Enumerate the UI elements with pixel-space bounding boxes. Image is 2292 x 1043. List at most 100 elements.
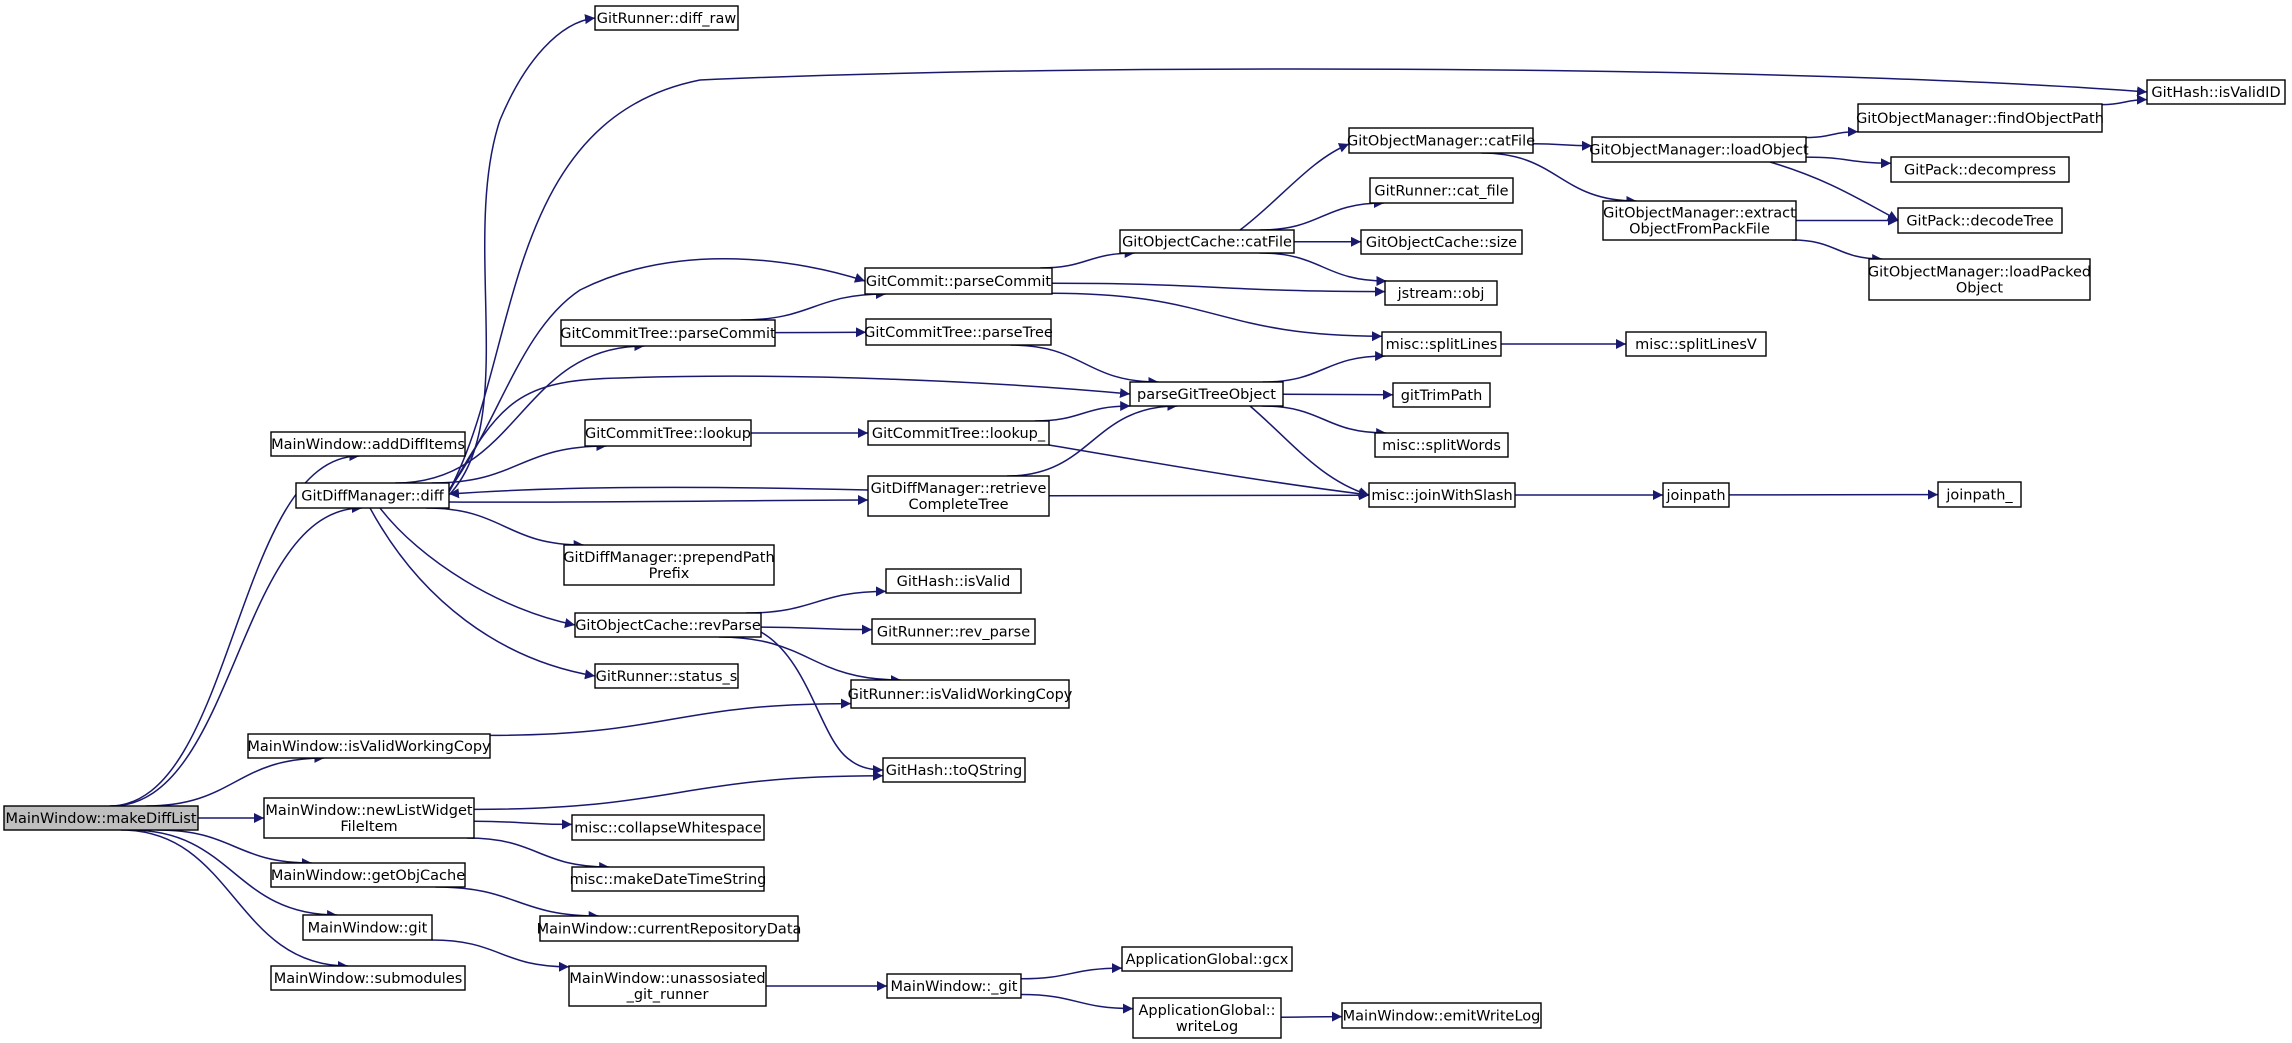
node-parseCommit[interactable]: GitCommit::parseCommit (864, 267, 1053, 295)
node-_git[interactable]: MainWindow::_git (886, 973, 1022, 999)
node-lookup_[interactable]: GitCommitTree::lookup_ (867, 420, 1050, 446)
node-box (864, 267, 1053, 295)
node-currentRepositoryData[interactable]: MainWindow::currentRepositoryData (537, 915, 802, 942)
node-addDiffItems[interactable]: MainWindow::addDiffItems (270, 431, 466, 457)
node-box (1132, 997, 1282, 1039)
node-getObjCache[interactable]: MainWindow::getObjCache (270, 862, 466, 888)
node-collapseWhitespace[interactable]: misc::collapseWhitespace (571, 814, 765, 841)
node-status_s[interactable]: GitRunner::status_s (594, 663, 739, 689)
edge-makeDiffList-to-isValidWorkingCopyMW (145, 753, 325, 807)
node-label: misc::splitLinesV (1635, 337, 1757, 353)
node-parseGitTreeObject[interactable]: parseGitTreeObject (1129, 381, 1284, 407)
node-isValidID[interactable]: GitHash::isValidID (2146, 79, 2286, 105)
node-joinpath[interactable]: joinpath (1662, 482, 1730, 508)
node-diff[interactable]: GitDiffManager::diff (295, 482, 450, 509)
node-revParse[interactable]: GitObjectCache::revParse (574, 612, 762, 638)
node-label: GitCommitTree::lookup_ (872, 426, 1046, 442)
node-label: GitHash::toQString (886, 763, 1023, 779)
node-toQString[interactable]: GitHash::toQString (882, 757, 1026, 783)
nodes: MainWindow::makeDiffList MainWindow::addD… (3, 5, 2286, 1039)
node-parseTree[interactable]: GitCommitTree::parseTree (864, 318, 1053, 346)
node-box (1890, 156, 2070, 183)
node-label: Object (1956, 281, 2004, 297)
node-runnerIsValidWC[interactable]: GitRunner::isValidWorkingCopy (848, 679, 1073, 709)
node-mwgit[interactable]: MainWindow::git (302, 914, 433, 941)
node-label: MainWindow::isValidWorkingCopy (247, 739, 491, 755)
node-label: GitObjectManager::loadObject (1589, 143, 1809, 159)
node-makeDiffList[interactable]: MainWindow::makeDiffList (3, 805, 199, 831)
node-writeLog[interactable]: ApplicationGlobal::writeLog (1132, 997, 1282, 1039)
edge-_git-to-writeLog (1020, 993, 1134, 1014)
edge-mwgit-to-unassosiated (431, 939, 570, 972)
node-label: FileItem (340, 819, 397, 835)
node-box (270, 431, 466, 457)
node-submodules[interactable]: MainWindow::submodules (270, 965, 466, 991)
node-box (571, 866, 765, 892)
edge-loadObject-to-decodeTree (1769, 161, 1899, 221)
node-joinWithSlash[interactable]: misc::joinWithSlash (1368, 482, 1516, 508)
node-ctLookup[interactable]: GitCommitTree::lookup (584, 419, 752, 447)
node-extractObjectFromPackFile[interactable]: GitObjectManager::extractObjectFromPackF… (1602, 200, 1797, 241)
node-emitWriteLog[interactable]: MainWindow::emitWriteLog (1341, 1002, 1542, 1029)
node-box (1360, 229, 1523, 255)
node-box (270, 862, 466, 888)
node-splitWords[interactable]: misc::splitWords (1374, 432, 1509, 458)
node-splitLines[interactable]: misc::splitLines (1381, 331, 1502, 357)
node-box (1868, 258, 2091, 301)
node-gcx[interactable]: ApplicationGlobal::gcx (1121, 946, 1293, 972)
node-box (1341, 1002, 1542, 1029)
node-label: misc::joinWithSlash (1371, 488, 1512, 504)
edge-diff-to-prependPathPrefix (425, 507, 584, 550)
node-label: MainWindow::addDiffItems (271, 437, 465, 453)
edge-omCatFile-to-loadObject (1532, 140, 1593, 151)
node-label: GitObjectCache::revParse (575, 618, 761, 634)
node-findObjectPath[interactable]: GitObjectManager::findObjectPath (1856, 103, 2104, 133)
node-joinpath_[interactable]: joinpath_ (1937, 481, 2022, 508)
edge-parseGitTreeObject-to-splitLines (1262, 351, 1386, 383)
node-box (560, 319, 776, 347)
node-decodeTree[interactable]: GitPack::decodeTree (1897, 207, 2063, 234)
node-box (568, 965, 767, 1007)
edge-diff-to-parseGitTreeObject (448, 375, 1131, 493)
node-label: GitRunner::cat_file (1374, 184, 1508, 200)
node-isValidWorkingCopyMW[interactable]: MainWindow::isValidWorkingCopy (247, 733, 491, 759)
node-box (1591, 136, 1807, 163)
node-decompress[interactable]: GitPack::decompress (1890, 156, 2070, 183)
node-omCatFile[interactable]: GitObjectManager::catFile (1347, 127, 1535, 154)
node-loadObject[interactable]: GitObjectManager::loadObject (1589, 136, 1809, 163)
node-gcatFile[interactable]: GitObjectCache::catFile (1119, 229, 1295, 254)
node-label: GitCommit::parseCommit (866, 274, 1051, 290)
node-ctParseCommit[interactable]: GitCommitTree::parseCommit (560, 319, 776, 347)
edge-gcatFile-to-jstreamObj (1259, 252, 1387, 286)
node-box (295, 482, 450, 509)
node-box (867, 475, 1050, 517)
node-cacheSize[interactable]: GitObjectCache::size (1360, 229, 1523, 255)
edge-gcatFile-to-cat_file (1259, 198, 1385, 231)
node-gitTrimPath[interactable]: gitTrimPath (1392, 382, 1491, 408)
node-box (2146, 79, 2286, 105)
node-label: Prefix (649, 566, 690, 582)
node-cat_file[interactable]: GitRunner::cat_file (1369, 177, 1514, 204)
edge-parseCommit-to-splitLines (1051, 292, 1383, 342)
edge-parseGitTreeObject-to-splitWords (1261, 405, 1387, 438)
node-jstreamObj[interactable]: jstream::obj (1384, 280, 1498, 306)
edge-retrieveCompleteTree-to-diff (448, 486, 869, 499)
edge-diff-to-isValidID (448, 68, 2148, 492)
node-label: GitObjectManager::catFile (1347, 134, 1535, 150)
node-unassosiated[interactable]: MainWindow::unassosiated_git_runner (568, 965, 767, 1007)
node-box (1119, 229, 1295, 254)
node-makeDateTimeString[interactable]: misc::makeDateTimeString (570, 866, 767, 892)
node-box (594, 663, 739, 689)
node-label: parseGitTreeObject (1137, 387, 1276, 403)
node-splitLinesV[interactable]: misc::splitLinesV (1625, 331, 1767, 357)
edge-findObjectPath-to-isValidID (2101, 94, 2148, 106)
node-box (574, 612, 762, 638)
node-diff_raw[interactable]: GitRunner::diff_raw (594, 5, 739, 31)
node-hashIsValid[interactable]: GitHash::isValid (885, 568, 1022, 594)
node-rev_parse[interactable]: GitRunner::rev_parse (871, 618, 1036, 645)
edge-revParse-to-rev_parse (760, 624, 873, 635)
